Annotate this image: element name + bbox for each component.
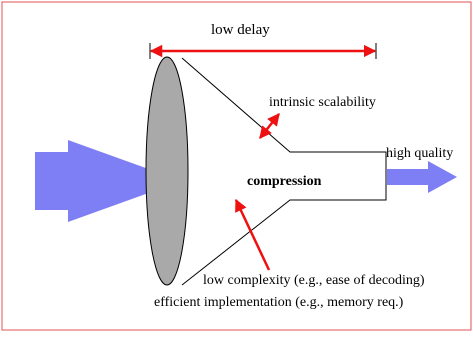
output-arrow <box>387 161 457 193</box>
high-quality-label: high quality <box>386 146 453 161</box>
low-complexity-label: low complexity (e.g., ease of decoding) <box>203 273 425 288</box>
low-delay-label: low delay <box>211 22 270 38</box>
complexity-arrow <box>234 198 271 271</box>
intrinsic-scalability-label: intrinsic scalability <box>269 95 376 110</box>
scalability-arrow <box>259 113 280 139</box>
funnel-body <box>181 57 387 286</box>
efficient-implementation-label: efficient implementation (e.g., memory r… <box>154 295 404 310</box>
frame-border <box>1 1 472 331</box>
compression-label: compression <box>247 174 322 189</box>
input-arrow <box>35 140 182 222</box>
funnel-mouth <box>145 56 189 286</box>
